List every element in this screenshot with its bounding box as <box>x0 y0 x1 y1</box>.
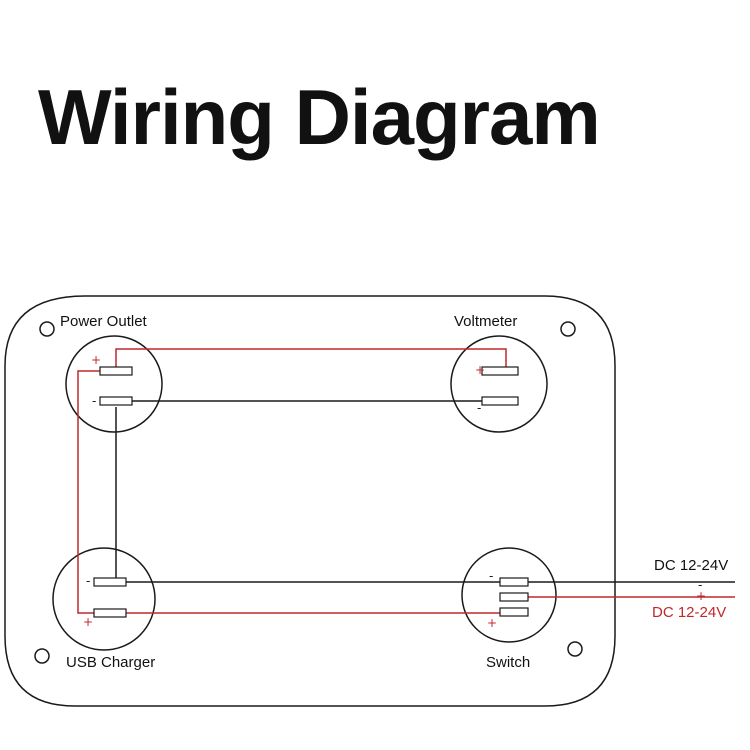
negative-wires <box>115 400 735 583</box>
switch-label: Switch <box>486 654 530 671</box>
positive-wire-outlet-to-usb <box>77 370 100 614</box>
mounting-hole-bottom-left <box>34 648 50 664</box>
mounting-hole-bottom-right <box>567 641 583 657</box>
supply-positive-sign: + <box>696 589 706 603</box>
usb-charger-minus-terminal <box>93 577 127 587</box>
terminals <box>93 366 529 618</box>
supply-negative-label: DC 12-24V <box>654 557 728 574</box>
switch-terminal-1 <box>499 577 529 587</box>
voltmeter-minus-terminal <box>481 396 519 406</box>
power-outlet-plus-mark: + <box>91 353 101 367</box>
usb-charger-plus-mark: + <box>83 615 93 629</box>
supply-negative-sign: - <box>698 578 702 592</box>
power-outlet-circle <box>65 335 163 433</box>
panel-outline <box>4 295 616 707</box>
switch-minus-mark: - <box>489 569 493 583</box>
usb-charger-label: USB Charger <box>66 654 155 671</box>
switch-plus-mark: + <box>487 616 497 630</box>
mounting-hole-top-left <box>39 321 55 337</box>
positive-wire-outlet-to-voltmeter <box>115 348 507 371</box>
switch-circle <box>461 547 557 643</box>
positive-wires <box>77 348 735 614</box>
switch-terminal-3 <box>499 607 529 617</box>
power-outlet-minus-mark: - <box>92 394 96 408</box>
voltmeter-minus-mark: - <box>477 401 481 415</box>
supply-positive-label: DC 12-24V <box>652 604 726 621</box>
power-outlet-plus-terminal <box>99 366 133 376</box>
switch-terminal-2 <box>499 592 529 602</box>
voltmeter-label: Voltmeter <box>454 313 517 330</box>
voltmeter-circle <box>450 335 548 433</box>
diagram-title: Wiring Diagram <box>38 73 601 161</box>
usb-charger-plus-terminal <box>93 608 127 618</box>
voltmeter-plus-terminal <box>481 366 519 376</box>
usb-charger-circle <box>52 547 156 651</box>
power-outlet-minus-terminal <box>99 396 133 406</box>
voltmeter-plus-mark: + <box>475 363 485 377</box>
mounting-hole-top-right <box>560 321 576 337</box>
power-outlet-label: Power Outlet <box>60 313 148 330</box>
usb-charger-minus-mark: - <box>86 574 90 588</box>
